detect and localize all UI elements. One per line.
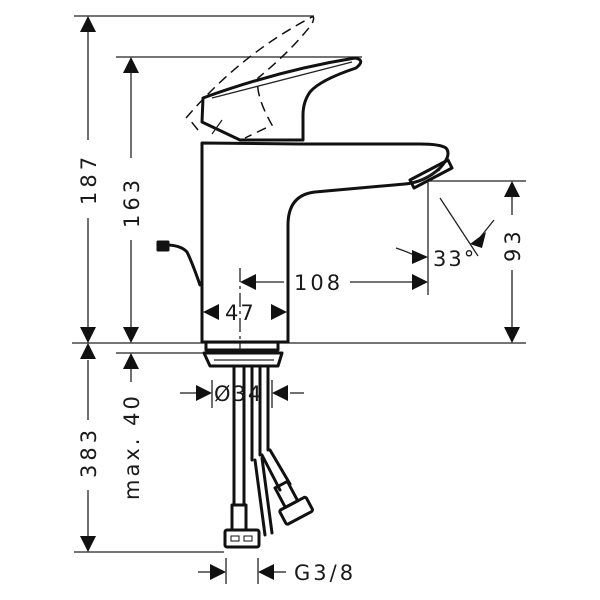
aerator-icon: [408, 158, 454, 190]
dim-spout-height: 163: [120, 57, 144, 343]
dim-g38-label: G3/8: [294, 561, 356, 585]
dim-outlet-height: 93: [501, 181, 525, 343]
dim-shank-diameter: Ø34: [180, 380, 304, 408]
hose-fitting-icon: [223, 503, 261, 549]
dim-187-label: 187: [77, 153, 101, 205]
dim-spout-reach: 108: [239, 268, 428, 350]
dim-max40-label: max. 40: [120, 393, 144, 500]
supply-hoses: [223, 366, 314, 549]
dim-thread: G3/8: [198, 558, 356, 585]
dim-33-label: 33°: [433, 247, 476, 271]
dim-spray-angle: 33°: [395, 181, 495, 295]
dim-163-label: 163: [120, 176, 144, 228]
dim-max-deck-thickness: max. 40: [120, 353, 144, 500]
tap-body: [156, 16, 454, 368]
dim-below-deck: 383: [77, 343, 101, 552]
dim-body-width: 47: [203, 301, 287, 325]
dim-383-label: 383: [77, 426, 101, 478]
extension-lines: [72, 15, 526, 553]
dim-108-label: 108: [294, 271, 343, 295]
dim-34-label: Ø34: [214, 382, 263, 406]
dim-47-label: 47: [225, 301, 256, 325]
hose-fitting-icon: [273, 479, 314, 526]
dim-93-label: 93: [501, 227, 525, 262]
dim-total-height: 187: [77, 16, 101, 343]
